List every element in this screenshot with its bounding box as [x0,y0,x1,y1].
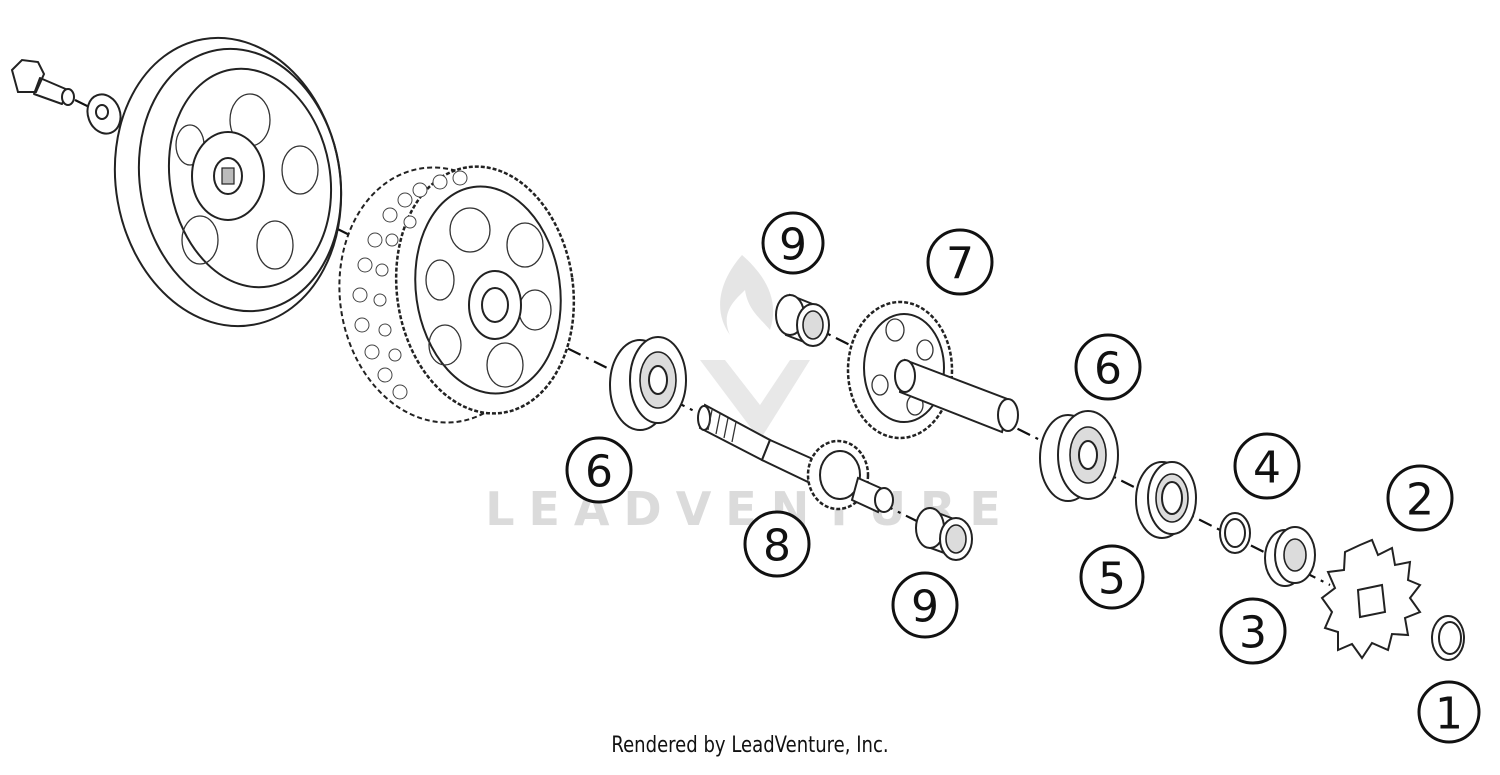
svg-text:3: 3 [1239,608,1267,659]
svg-text:6: 6 [585,447,613,498]
svg-text:4: 4 [1253,443,1281,494]
idler-gear-part [846,300,1019,440]
spacer-part [1264,526,1316,587]
sprocket-part [1320,538,1422,660]
watermark-text: LEADVENTURE [485,482,1015,536]
thin-washer-part [1219,512,1251,554]
washer-part [86,93,122,135]
callout-6-right: 6 [1074,333,1142,401]
bearing-left-part [609,336,687,431]
svg-text:5: 5 [1098,554,1126,605]
callout-9-top: 9 [761,211,825,275]
watermark-v-logo [700,360,810,440]
callout-8: 8 [743,510,811,578]
callout-7: 7 [926,228,994,296]
callout-9-bottom: 9 [891,571,959,639]
callout-1: 1 [1417,680,1481,744]
svg-text:9: 9 [779,220,807,271]
watermark-flame-logo [720,255,774,335]
svg-text:9: 9 [911,582,939,633]
callout-3: 3 [1219,597,1287,665]
svg-text:2: 2 [1406,475,1434,526]
seal-part [1135,461,1197,539]
circlip-part [1431,615,1465,661]
svg-text:7: 7 [946,239,974,290]
bushing-top-part [775,293,830,347]
callout-2: 2 [1386,464,1454,532]
svg-text:6: 6 [1094,344,1122,395]
large-gear-part [338,165,576,424]
callout-5: 5 [1079,544,1145,610]
svg-text:1: 1 [1435,689,1463,740]
callout-6-left: 6 [565,436,633,504]
callout-4: 4 [1233,432,1301,500]
pinion-shaft-part [697,403,894,514]
footer-credit: Rendered by LeadVenture, Inc. [611,733,889,758]
wheel-part [113,36,343,328]
leadventure-watermark: LEADVENTURE [485,255,1015,536]
bearing-right-part [1039,410,1119,502]
svg-text:8: 8 [763,521,791,572]
gear-face-dots [352,170,468,400]
bolt-part [10,58,75,106]
bushing-bottom-part [915,507,973,561]
